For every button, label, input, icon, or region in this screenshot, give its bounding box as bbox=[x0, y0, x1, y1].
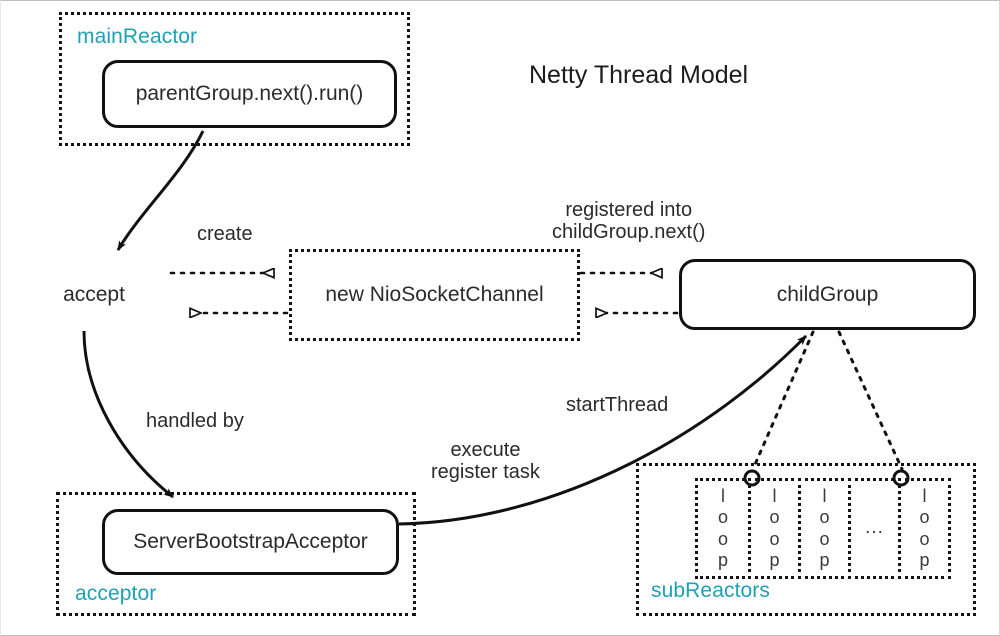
loop-cell-letter: l bbox=[721, 486, 725, 507]
edge-childgroup-to-loop-2 bbox=[837, 330, 904, 471]
loop-cell-letter: p bbox=[769, 549, 780, 570]
group-subreactors-label: subReactors bbox=[651, 579, 770, 602]
group-subreactors bbox=[636, 463, 976, 616]
edge-label-registered-into: registered into childGroup.next() bbox=[552, 199, 706, 244]
loop-cell-ellipsis-text: ... bbox=[865, 517, 884, 539]
loop-cell-letter: p bbox=[717, 549, 728, 570]
loop-cell-letter: o bbox=[769, 507, 780, 528]
loop-cell-letter: o bbox=[769, 528, 780, 549]
edge-label-handled-by: handled by bbox=[146, 410, 244, 432]
loop-cell-letter: p bbox=[919, 549, 930, 570]
loop-cell-letter: o bbox=[819, 507, 830, 528]
node-server-bootstrap-acceptor[interactable]: ServerBootstrapAcceptor bbox=[102, 509, 399, 575]
node-nio-socket-channel[interactable]: new NioSocketChannel bbox=[289, 249, 580, 341]
edge-label-create: create bbox=[197, 223, 253, 245]
loop-cell-letter: l bbox=[822, 486, 827, 507]
edge-label-execute-register-task: execute register task bbox=[431, 439, 540, 484]
loop-cell-letter: o bbox=[919, 528, 930, 549]
loop-cell-letter: l bbox=[772, 486, 777, 507]
node-parentgroup-next-run[interactable]: parentGroup.next().run() bbox=[102, 60, 397, 128]
loop-cell-letter: l bbox=[922, 486, 927, 507]
group-mainreactor-label: mainReactor bbox=[77, 25, 198, 48]
edge-parentgroup-to-accept bbox=[116, 130, 205, 251]
loop-cell-letter: o bbox=[919, 507, 930, 528]
loop-cell-letter: o bbox=[717, 507, 728, 528]
page-title: Netty Thread Model bbox=[529, 61, 749, 89]
group-acceptor-label: acceptor bbox=[75, 582, 157, 605]
loop-cell-letter: p bbox=[819, 549, 830, 570]
loop-cell-ellipsis: ... bbox=[848, 478, 901, 579]
edge-label-start-thread: startThread bbox=[566, 394, 669, 416]
loop-cell-letter: o bbox=[717, 528, 728, 549]
group-mainreactor bbox=[59, 12, 410, 146]
node-childgroup[interactable]: childGroup bbox=[679, 259, 976, 330]
node-accept[interactable]: accept bbox=[21, 259, 167, 330]
loop-cell-letter: o bbox=[819, 528, 830, 549]
edge-childgroup-to-loop-1 bbox=[751, 330, 815, 471]
group-acceptor bbox=[56, 492, 416, 616]
